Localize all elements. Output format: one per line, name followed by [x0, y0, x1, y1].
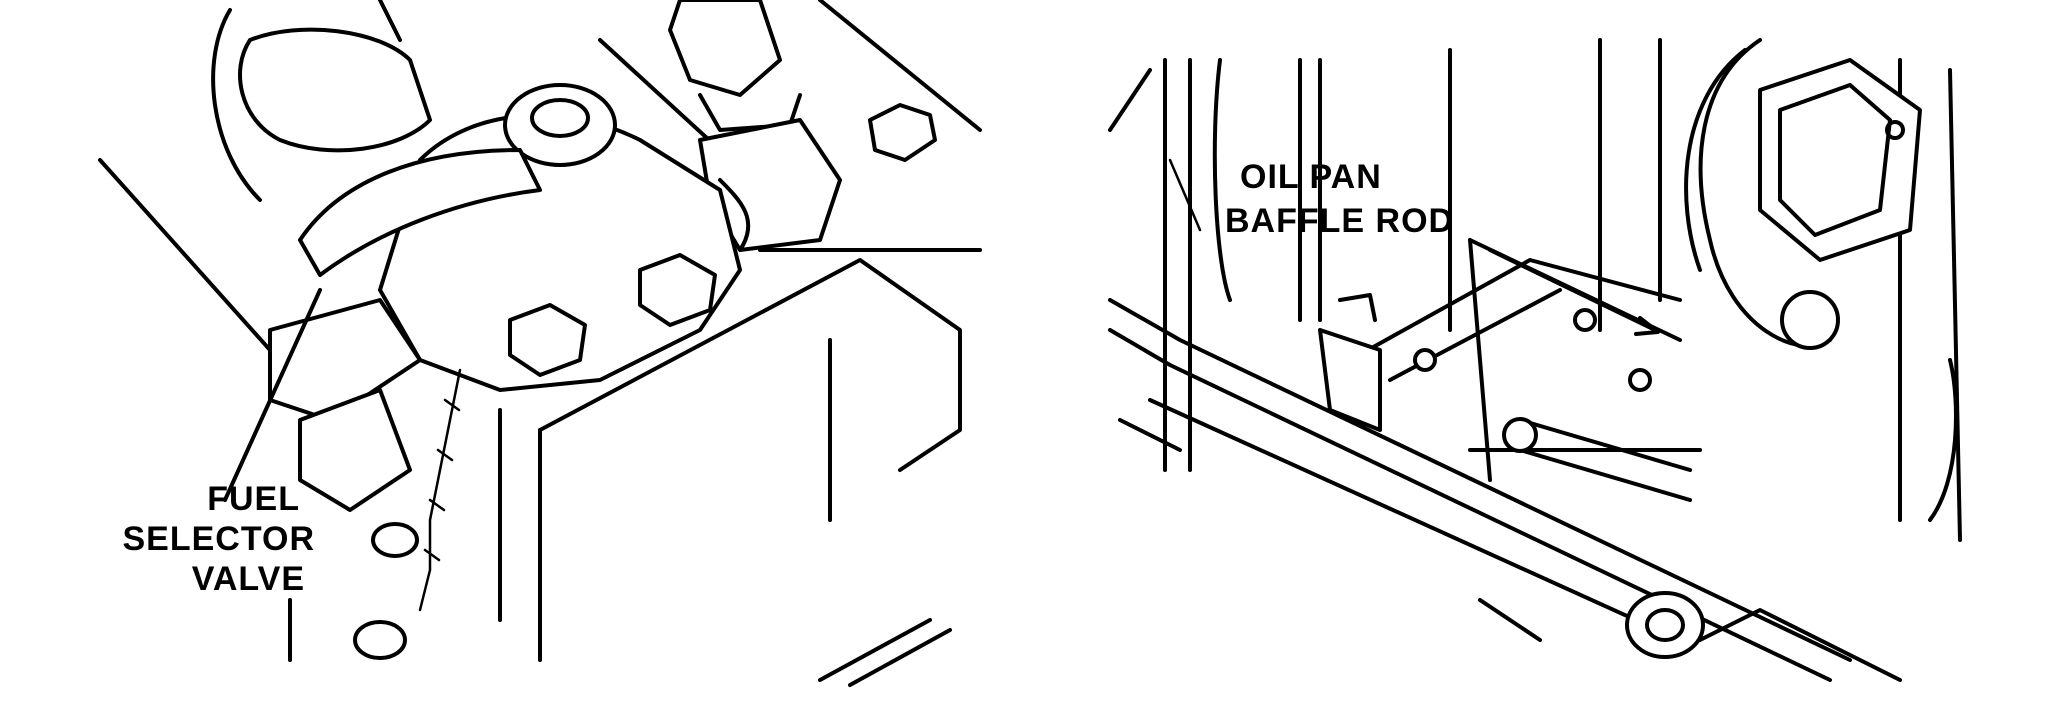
oil-pan-baffle-rod-illustration — [1108, 38, 1962, 682]
callout-line-oil-pan: OIL PAN — [1240, 158, 1382, 196]
oil-pan-baffle-rod-callout: OIL PAN BAFFLE ROD — [1225, 158, 1454, 240]
callout-line-fuel: FUEL — [207, 480, 300, 518]
callout-line-selector: SELECTOR — [122, 520, 315, 558]
callout-line-valve: VALVE — [192, 560, 305, 598]
fuel-selector-valve-callout: FUEL SELECTOR VALVE — [122, 480, 315, 598]
fuel-selector-valve-illustration — [98, 0, 982, 687]
callout-line-baffle-rod: BAFFLE ROD — [1225, 202, 1454, 240]
